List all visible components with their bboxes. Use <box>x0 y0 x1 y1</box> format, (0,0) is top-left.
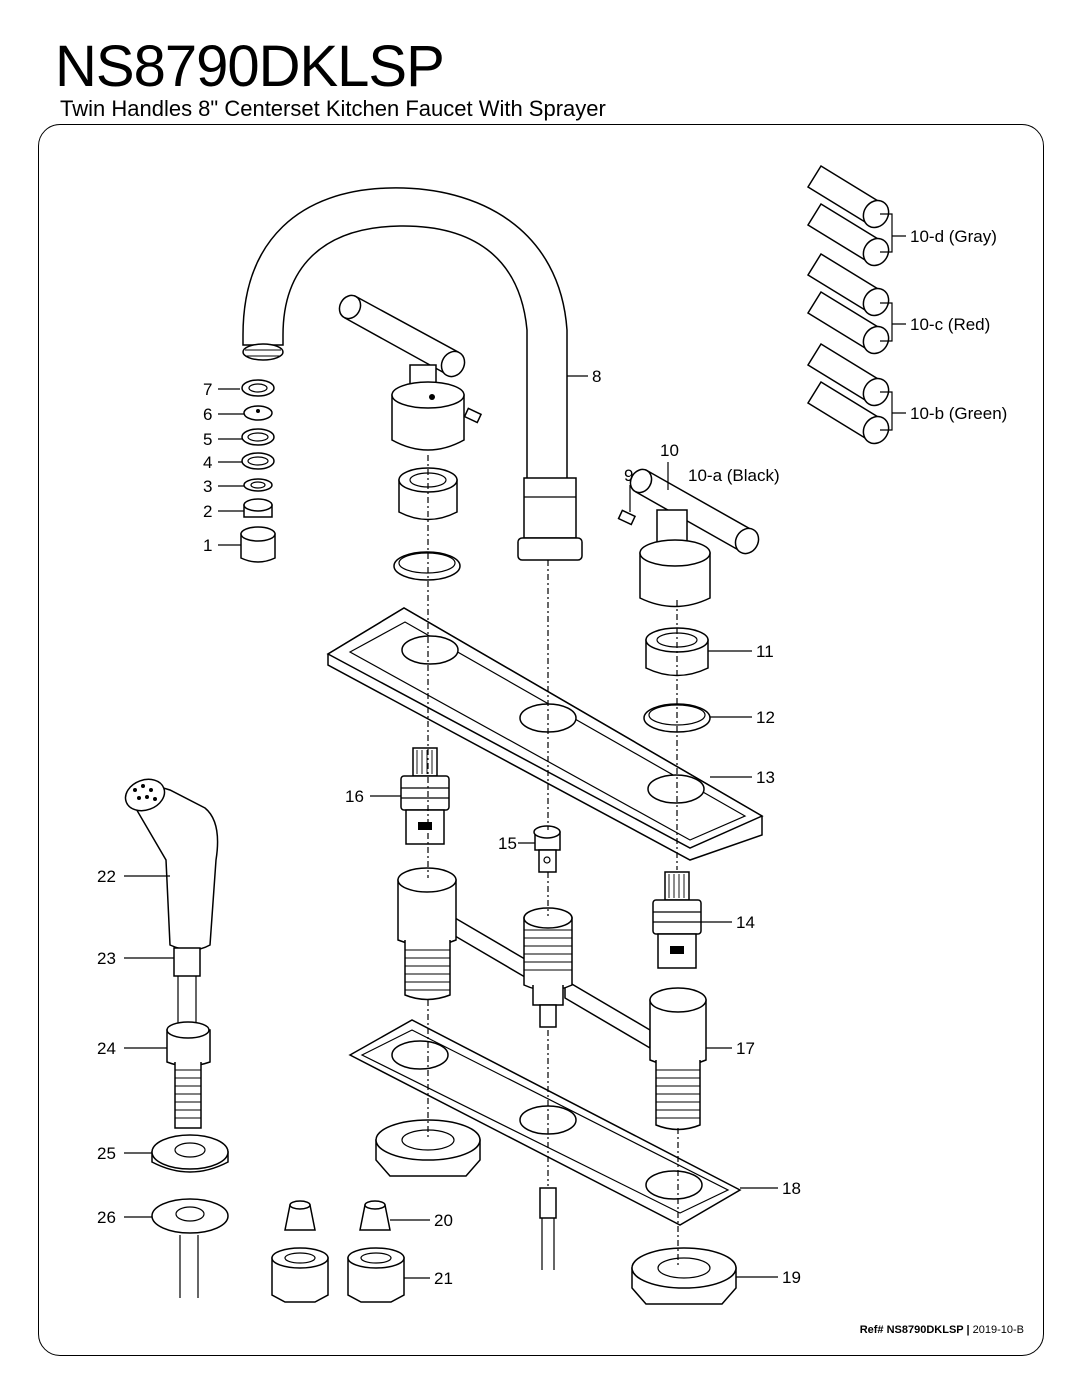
label-part-7: 7 <box>203 380 212 399</box>
valve-body-part <box>397 867 707 1131</box>
label-part-10c: 10-c (Red) <box>910 315 990 334</box>
label-part-4: 4 <box>203 453 212 472</box>
label-part-11: 11 <box>756 642 774 661</box>
label-part-24: 24 <box>97 1039 116 1058</box>
compression-fittings <box>271 1200 405 1303</box>
model-number-title: NS8790DKLSP <box>55 34 445 99</box>
label-part-10a: 10-a (Black) <box>688 466 780 485</box>
side-sprayer-parts <box>124 778 229 1298</box>
label-part-8: 8 <box>592 367 601 386</box>
handle-color-options <box>806 164 906 445</box>
label-part-3: 3 <box>203 477 212 496</box>
label-part-5: 5 <box>203 430 212 449</box>
label-part-25: 25 <box>97 1144 116 1163</box>
label-part-22: 22 <box>97 867 116 886</box>
label-part-2: 2 <box>203 502 212 521</box>
label-part-21: 21 <box>434 1269 453 1288</box>
assembly-centerlines <box>427 455 679 1268</box>
label-part-10d: 10-d (Gray) <box>910 227 997 246</box>
spout-adapter-part <box>533 825 561 873</box>
label-part-23: 23 <box>97 949 116 968</box>
label-part-16: 16 <box>345 787 364 806</box>
label-part-1: 1 <box>203 536 212 555</box>
footer-ref-number: Ref# NS8790DKLSP <box>860 1324 964 1336</box>
left-bonnet-parts <box>393 467 461 581</box>
footer-ref-code: 2019-10-B <box>973 1324 1024 1336</box>
label-part-10: 10 <box>660 441 679 460</box>
label-part-18: 18 <box>782 1179 801 1198</box>
label-part-14: 14 <box>736 913 755 932</box>
label-part-15: 15 <box>498 834 517 853</box>
product-description: Twin Handles 8" Centerset Kitchen Faucet… <box>60 96 606 121</box>
label-part-12: 12 <box>756 708 775 727</box>
label-part-20: 20 <box>434 1211 453 1230</box>
label-part-9: 9 <box>624 466 633 485</box>
mounting-nut-parts <box>375 1119 737 1305</box>
label-part-13: 13 <box>756 768 775 787</box>
deck-plate-part <box>326 607 764 861</box>
left-cartridge-part <box>400 747 450 845</box>
label-part-19: 19 <box>782 1268 801 1287</box>
leader-lines <box>124 375 778 1279</box>
right-handle-part <box>617 468 760 608</box>
diagram-frame <box>38 124 1044 1356</box>
label-part-10b: 10-b (Green) <box>910 404 1007 423</box>
footer-reference: Ref# NS8790DKLSP | 2019-10-B <box>860 1324 1024 1336</box>
part-labels: 7 6 5 4 3 2 1 8 9 10 10-a (Black) 10-d (… <box>97 227 1007 1288</box>
right-cartridge-part <box>652 871 702 969</box>
left-handle-part <box>338 294 483 451</box>
spout-part <box>242 187 583 561</box>
label-part-6: 6 <box>203 405 212 424</box>
bottom-gasket-part <box>348 1019 742 1226</box>
hose-connector-part <box>539 1187 557 1270</box>
label-part-26: 26 <box>97 1208 116 1227</box>
label-part-17: 17 <box>736 1039 755 1058</box>
aerator-parts <box>240 379 276 563</box>
